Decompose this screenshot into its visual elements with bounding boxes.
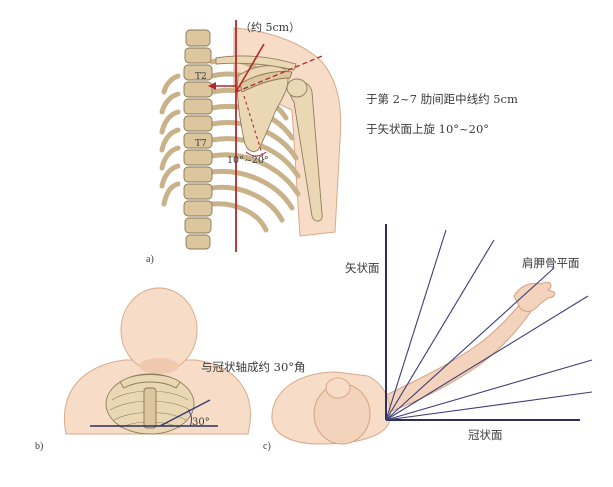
distance-callout: （约 5cm） <box>240 21 300 34</box>
angle-arc <box>245 151 267 157</box>
scapular-spine <box>239 71 293 93</box>
coronal-angle-description: 与冠状轴成约 30°角 <box>201 360 306 374</box>
panel-c-caption: c) <box>263 441 271 452</box>
scapular-plane-label: 肩胛骨平面 <box>522 256 580 270</box>
rotation-description: 于矢状面上旋 10°~20° <box>366 122 489 136</box>
angle-arc-b <box>187 409 193 427</box>
humeral-head <box>286 78 308 98</box>
angle-guide-dashed <box>243 95 265 161</box>
arrowhead-icon <box>208 82 216 90</box>
angle-30-label: 30° <box>192 417 210 428</box>
vertebra-t2-label: T2 <box>195 72 207 82</box>
insertion-axis-b <box>159 399 211 427</box>
angle-range-label: 10°~20° <box>227 155 269 166</box>
panel-c-illustration <box>271 281 555 445</box>
coronal-plane-label: 冠状面 <box>468 428 503 442</box>
hand <box>513 281 555 312</box>
spine <box>183 29 213 250</box>
neck-shadow <box>139 358 179 374</box>
plane-rays <box>385 229 593 421</box>
panel-b-illustration <box>64 287 251 435</box>
panel-a-caption: a) <box>146 254 154 265</box>
ribcage-top-view <box>105 373 195 435</box>
intercostal-description: 于第 2~7 肋间距中线约 5cm <box>366 92 518 106</box>
shoulder-c <box>325 377 351 399</box>
panel-b-caption: b) <box>35 441 43 452</box>
panel-a-illustration: （约 5cm） T2 T7 10°~20° <box>159 20 342 252</box>
vertebra-t7-label: T7 <box>195 139 207 149</box>
insertion-line <box>235 43 265 93</box>
sagittal-plane-label: 矢状面 <box>345 261 380 275</box>
